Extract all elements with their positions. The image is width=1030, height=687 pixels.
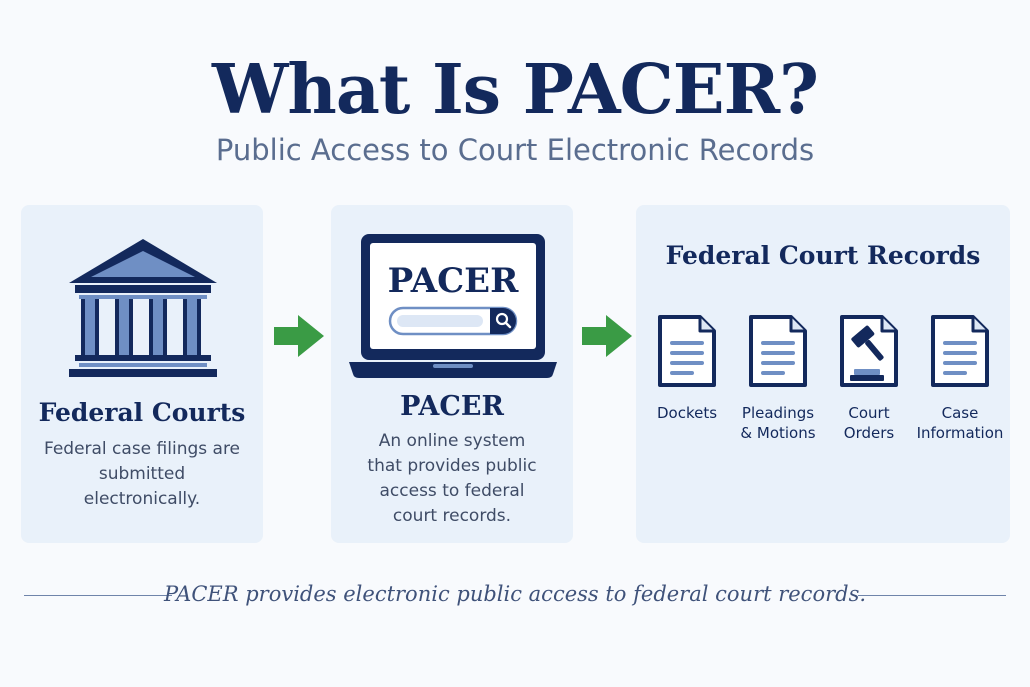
- record-label: Pleadings & Motions: [740, 404, 816, 442]
- footer-divider-right: [858, 595, 1006, 596]
- federal-courts-card: Federal Courts Federal case filings are …: [21, 205, 263, 543]
- courthouse-icon: [69, 239, 217, 377]
- pacer-title: PACER: [400, 391, 504, 422]
- arrow-right-icon: [274, 315, 324, 357]
- document-icon: [931, 315, 989, 387]
- pacer-description: An online system that provides public ac…: [367, 431, 537, 526]
- federal-courts-title: Federal Courts: [38, 398, 246, 427]
- document-icon: [749, 315, 807, 387]
- federal-court-records-title: Federal Court Records: [665, 241, 981, 270]
- document-icon: [658, 315, 716, 387]
- footer-divider-left: [24, 595, 172, 596]
- footer-caption: PACER provides electronic public access …: [163, 582, 867, 606]
- record-case-information: Case Information: [915, 313, 1005, 443]
- page-title: What Is PACER?: [212, 50, 819, 130]
- record-court-orders: Court Orders: [824, 313, 914, 443]
- arrow-right-icon: [582, 315, 632, 357]
- laptop-screen-text: PACER: [387, 261, 519, 301]
- record-label: Case Information: [916, 404, 1004, 442]
- federal-courts-description: Federal case filings are submitted elect…: [43, 439, 241, 509]
- record-dockets: Dockets: [642, 313, 732, 423]
- federal-court-records-card: Federal Court Records Dockets Pleadings …: [636, 205, 1010, 543]
- record-label: Court Orders: [843, 404, 895, 442]
- record-pleadings-motions: Pleadings & Motions: [733, 313, 823, 443]
- pacer-card: PACER PACER An online system that provid…: [331, 205, 573, 543]
- laptop-search-icon: [349, 234, 557, 378]
- gavel-document-icon: [840, 315, 898, 387]
- page-subtitle: Public Access to Court Electronic Record…: [215, 133, 815, 167]
- record-label: Dockets: [656, 404, 718, 422]
